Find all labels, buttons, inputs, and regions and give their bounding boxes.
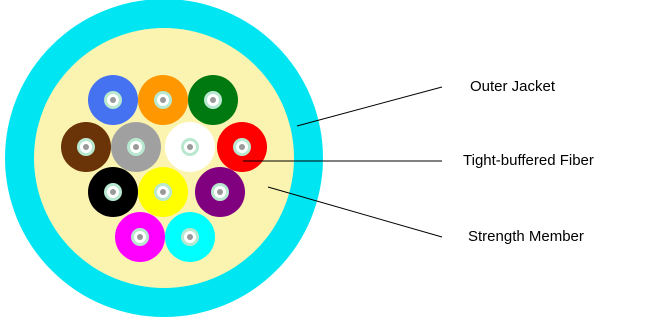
fiber-core bbox=[217, 189, 223, 195]
fiber-core bbox=[187, 144, 193, 150]
fiber-green bbox=[188, 75, 238, 125]
fiber-violet bbox=[195, 167, 245, 217]
fiber-orange bbox=[138, 75, 188, 125]
fiber-yellow bbox=[138, 167, 188, 217]
fiber-core bbox=[239, 144, 245, 150]
fiber-aqua bbox=[165, 212, 215, 262]
fiber-blue bbox=[88, 75, 138, 125]
tight-buffered-fiber-label: Tight-buffered Fiber bbox=[463, 152, 594, 169]
fiber-rose bbox=[115, 212, 165, 262]
fiber-core bbox=[83, 144, 89, 150]
fiber-core bbox=[187, 234, 193, 240]
fiber-core bbox=[160, 97, 166, 103]
fiber-core bbox=[133, 144, 139, 150]
fiber-brown bbox=[61, 122, 111, 172]
fiber-core bbox=[160, 189, 166, 195]
fiber-core bbox=[110, 97, 116, 103]
fiber-core bbox=[137, 234, 143, 240]
fiber-black bbox=[88, 167, 138, 217]
outer-jacket-label: Outer Jacket bbox=[470, 78, 556, 95]
fiber-white bbox=[165, 122, 215, 172]
strength-member-leader-line bbox=[267, 186, 443, 238]
strength-member-label: Strength Member bbox=[468, 228, 584, 245]
fiber-core bbox=[210, 97, 216, 103]
fiber-gray bbox=[111, 122, 161, 172]
outer-jacket-leader-line bbox=[296, 86, 443, 127]
fiber-core bbox=[110, 189, 116, 195]
fiber-bundle bbox=[61, 75, 267, 262]
fiber-red bbox=[217, 122, 267, 172]
